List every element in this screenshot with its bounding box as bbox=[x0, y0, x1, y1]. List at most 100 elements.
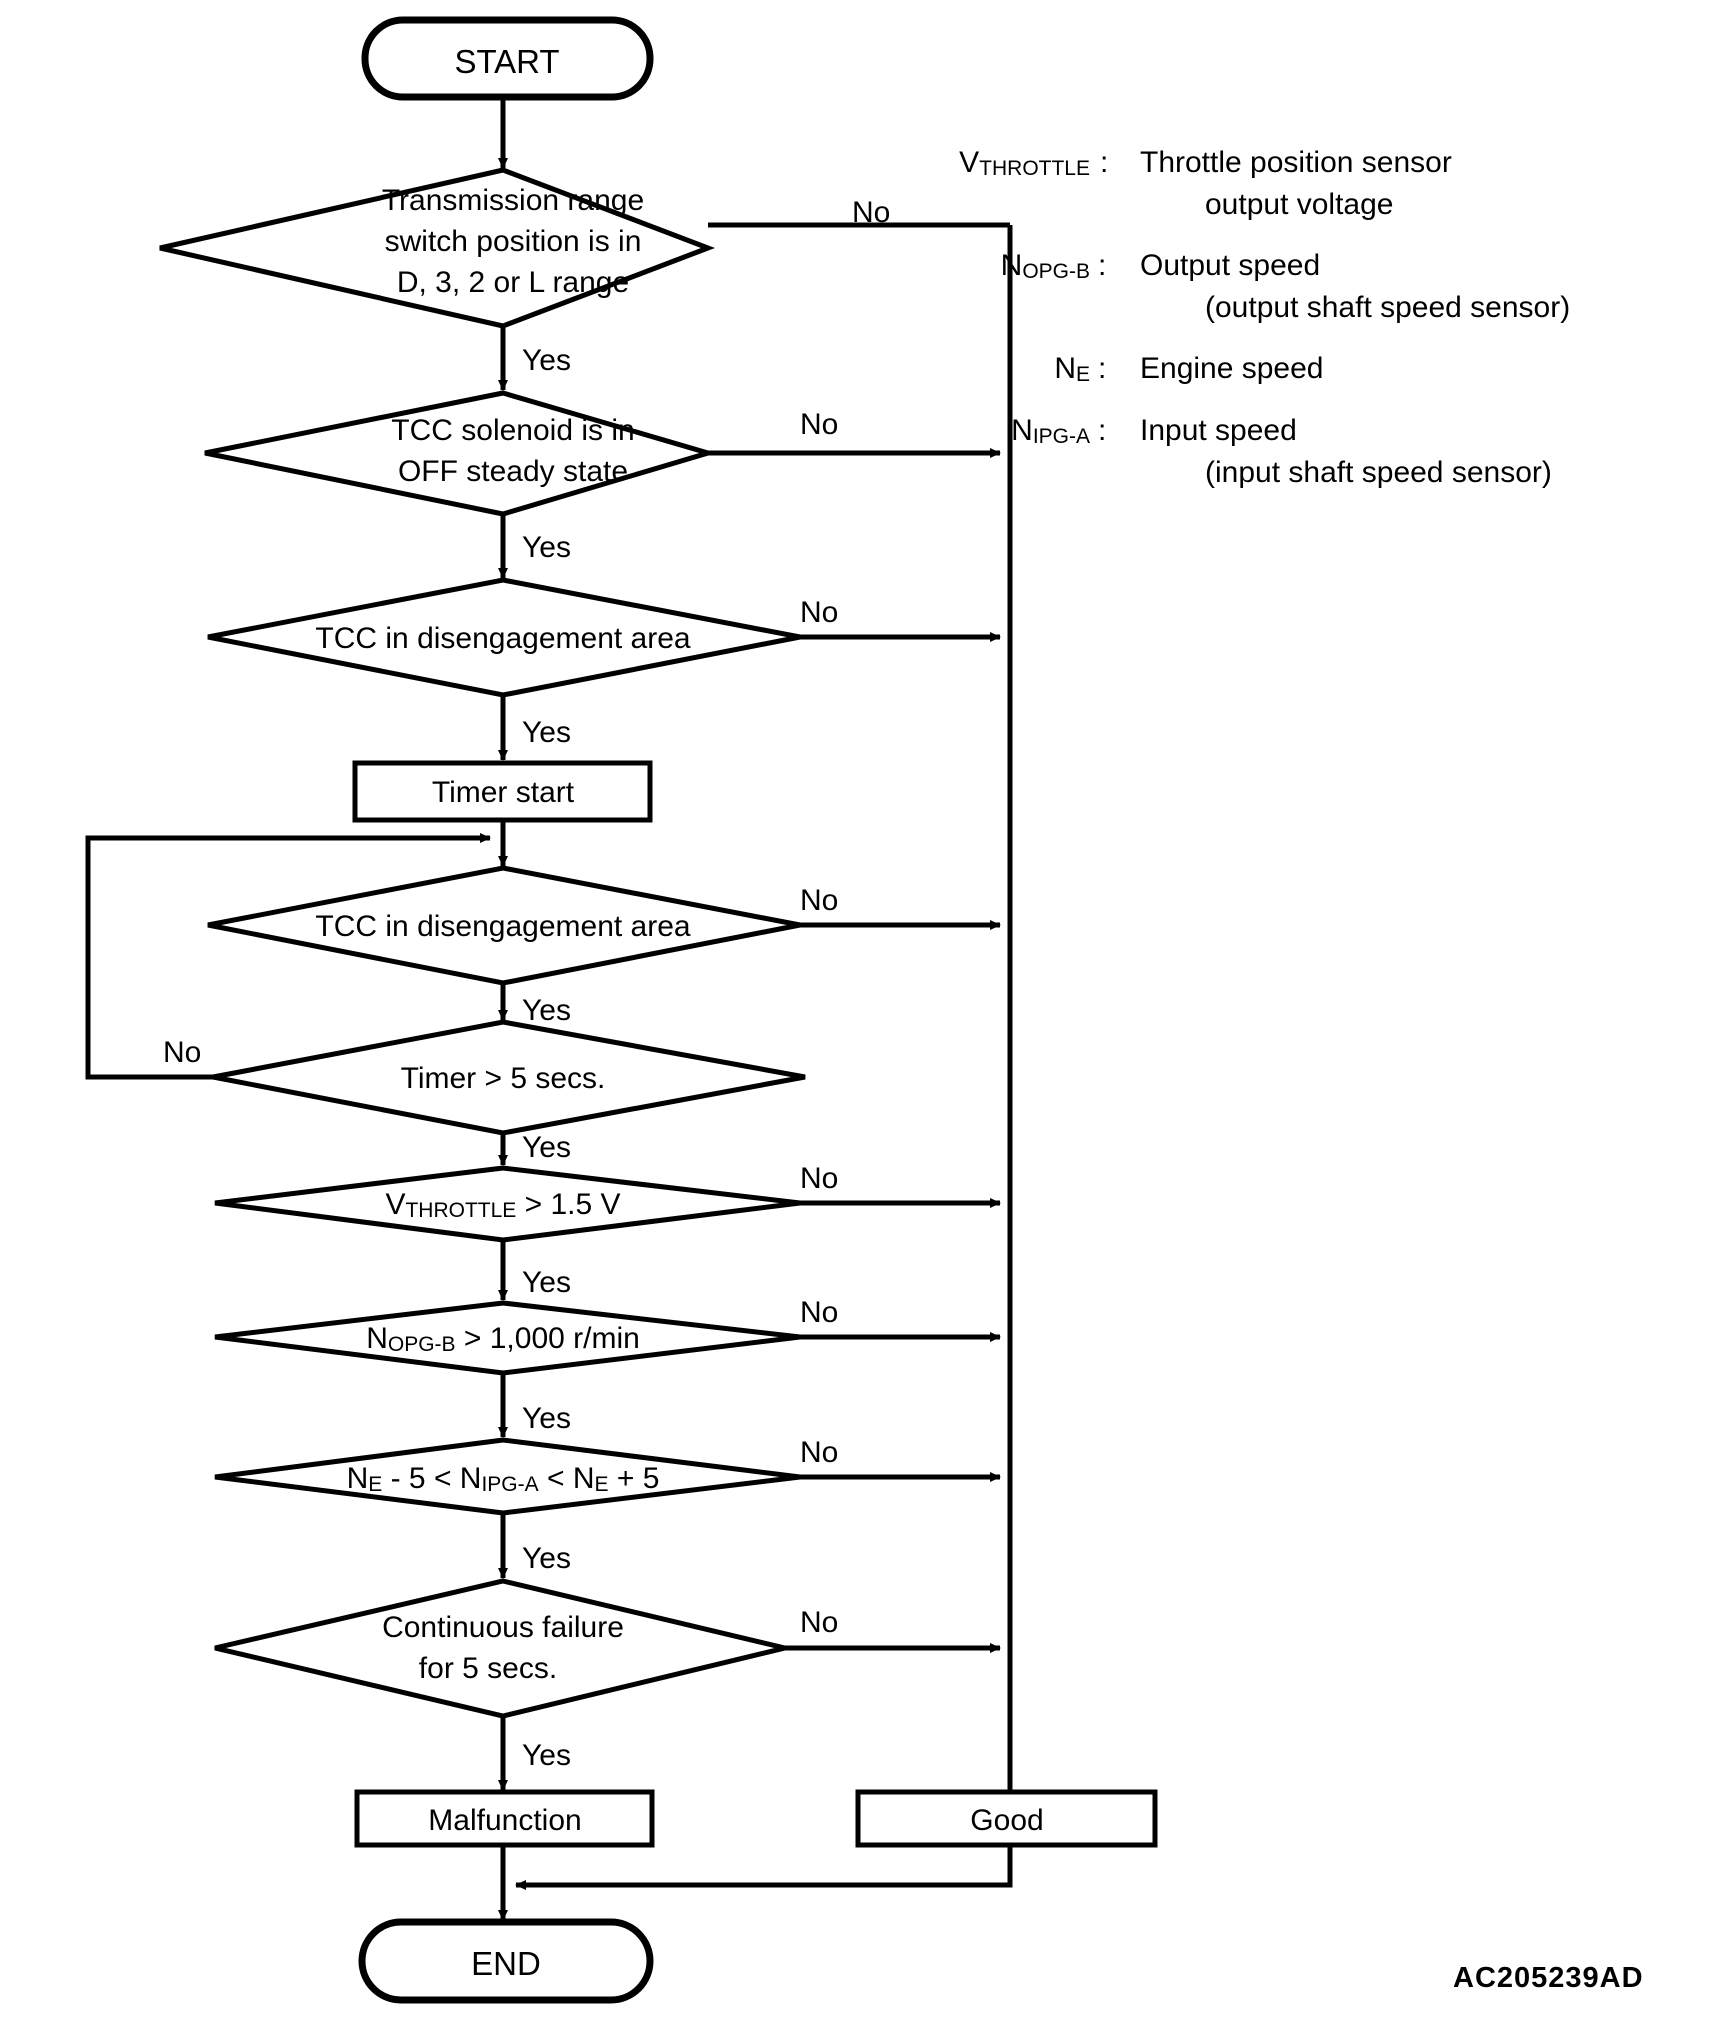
node-throttle-voltage-decision[interactable]: VTHROTTLE > 1.5 V bbox=[214, 1165, 801, 1243]
d8-sub-c: E bbox=[595, 1473, 609, 1496]
legend-1-line2: (output shaft speed sensor) bbox=[1205, 291, 1570, 324]
node-end[interactable]: END bbox=[358, 1918, 654, 2004]
legend-2-line1: Engine speed bbox=[1140, 352, 1324, 385]
node-timer-threshold-decision[interactable]: Timer > 5 secs. bbox=[212, 1019, 806, 1136]
branch-label-d6-no: No bbox=[800, 1162, 838, 1195]
branch-label-d4-no: No bbox=[800, 884, 838, 917]
good-label: Good bbox=[970, 1804, 1043, 1837]
d4-line1: TCC in disengagement area bbox=[315, 910, 691, 943]
branch-label-d6-yes: Yes bbox=[522, 1266, 571, 1299]
branch-label-d8-no: No bbox=[800, 1436, 838, 1469]
d8-part-c: < N bbox=[539, 1462, 595, 1495]
d3-shape bbox=[207, 577, 801, 698]
legend-0-sep: : bbox=[1100, 146, 1108, 179]
node-input-speed-window-decision[interactable]: NE - 5 < NIPG-A < NE + 5 bbox=[214, 1437, 801, 1516]
p1-label: Timer start bbox=[432, 776, 575, 809]
branch-label-d3-no: No bbox=[800, 596, 838, 629]
legend-3-line1: Input speed bbox=[1140, 414, 1297, 447]
node-start[interactable]: START bbox=[361, 16, 654, 101]
branch-label-d1-no: No bbox=[852, 196, 890, 229]
legend-symbol-ne: NE bbox=[1054, 352, 1090, 386]
branch-label-d1-yes: Yes bbox=[522, 344, 571, 377]
malfunction-shape bbox=[354, 1789, 655, 1848]
start-label: START bbox=[454, 43, 559, 80]
d5-shape bbox=[212, 1019, 806, 1136]
node-output-speed-decision[interactable]: NOPG-B > 1,000 r/min bbox=[214, 1300, 801, 1376]
branch-label-d9-yes: Yes bbox=[522, 1739, 571, 1772]
d4-shape bbox=[207, 865, 801, 986]
d5-line1: Timer > 5 secs. bbox=[401, 1062, 606, 1095]
branch-label-d7-yes: Yes bbox=[522, 1402, 571, 1435]
legend-entry-nopgb: NOPG-B : Output speed (output shaft spee… bbox=[1001, 249, 1571, 324]
node-tcc-solenoid-decision[interactable]: TCC solenoid is in OFF steady state bbox=[204, 390, 717, 517]
end-label: END bbox=[471, 1945, 541, 1982]
d8-sub-a: E bbox=[368, 1473, 382, 1496]
node-continuous-failure-decision[interactable]: Continuous failure for 5 secs. bbox=[214, 1578, 786, 1719]
legend-0-sub: THROTTLE bbox=[979, 157, 1090, 180]
reference-code: AC205239AD bbox=[1453, 1962, 1644, 1994]
node-good[interactable]: Good bbox=[855, 1789, 1158, 1848]
node-malfunction[interactable]: Malfunction bbox=[354, 1789, 655, 1848]
d8-sub-b: IPG-A bbox=[481, 1473, 538, 1496]
branch-label-d9-no: No bbox=[800, 1606, 838, 1639]
d1-line3: D, 3, 2 or L range bbox=[397, 266, 629, 299]
legend-1-line1: Output speed bbox=[1140, 249, 1320, 282]
legend-2-base: N bbox=[1054, 352, 1076, 385]
d9-line2: for 5 secs. bbox=[419, 1652, 557, 1685]
d8-shape bbox=[214, 1437, 801, 1516]
branch-label-d5-no: No bbox=[163, 1036, 201, 1069]
d2-shape bbox=[204, 390, 717, 517]
legend-3-sep: : bbox=[1098, 414, 1106, 447]
legend-1-base: N bbox=[1001, 249, 1023, 282]
legend-1-sep: : bbox=[1098, 249, 1106, 282]
end-shape bbox=[358, 1918, 654, 2004]
node-transmission-range-decision[interactable]: Transmission range switch position is in… bbox=[159, 167, 716, 329]
node-tcc-disengagement-decision-2[interactable]: TCC in disengagement area bbox=[207, 865, 801, 986]
d2-line1: TCC solenoid is in bbox=[391, 414, 634, 447]
legend-entry-nipga: NIPG-A : Input speed (input shaft speed … bbox=[1011, 414, 1552, 489]
legend-1-sub: OPG-B bbox=[1022, 260, 1090, 283]
branch-label-d2-yes: Yes bbox=[522, 531, 571, 564]
d7-expression: NOPG-B > 1,000 r/min bbox=[366, 1322, 640, 1356]
malfunction-label: Malfunction bbox=[428, 1804, 581, 1837]
legend: VTHROTTLE : Throttle position sensor out… bbox=[959, 146, 1570, 489]
d7-rest: > 1,000 r/min bbox=[456, 1322, 640, 1355]
legend-0-line2: output voltage bbox=[1205, 188, 1393, 221]
d6-subscript: THROTTLE bbox=[405, 1199, 516, 1222]
d6-expression: VTHROTTLE > 1.5 V bbox=[385, 1188, 620, 1222]
d1-shape bbox=[159, 167, 716, 329]
branch-label-d7-no: No bbox=[800, 1296, 838, 1329]
legend-symbol-vthrottle: VTHROTTLE bbox=[959, 146, 1090, 180]
d8-part-a: N bbox=[347, 1462, 369, 1495]
node-timer-start[interactable]: Timer start bbox=[352, 760, 653, 823]
d6-rest: > 1.5 V bbox=[516, 1188, 620, 1221]
connector-d5-no-loopback bbox=[85, 833, 491, 1080]
legend-2-sep: : bbox=[1098, 352, 1106, 385]
legend-entry-vthrottle: VTHROTTLE : Throttle position sensor out… bbox=[959, 146, 1452, 221]
branch-label-d5-yes: Yes bbox=[522, 1131, 571, 1164]
legend-3-sub: IPG-A bbox=[1033, 425, 1090, 448]
legend-3-line2: (input shaft speed sensor) bbox=[1205, 456, 1552, 489]
node-tcc-disengagement-decision-1[interactable]: TCC in disengagement area bbox=[207, 577, 801, 698]
d6-shape bbox=[214, 1165, 801, 1243]
branch-label-d8-yes: Yes bbox=[522, 1542, 571, 1575]
d9-line1: Continuous failure bbox=[382, 1611, 624, 1644]
legend-symbol-nipga: NIPG-A bbox=[1011, 414, 1090, 448]
d7-shape bbox=[214, 1300, 801, 1376]
legend-3-base: N bbox=[1011, 414, 1033, 447]
d1-line1: Transmission range bbox=[382, 184, 644, 217]
branch-label-d3-yes: Yes bbox=[522, 716, 571, 749]
legend-entry-ne: NE : Engine speed bbox=[1054, 352, 1323, 386]
d8-part-d: + 5 bbox=[609, 1462, 660, 1495]
d8-part-b: - 5 < N bbox=[382, 1462, 481, 1495]
d2-line2: OFF steady state bbox=[398, 455, 628, 488]
legend-symbol-nopgb: NOPG-B bbox=[1001, 249, 1090, 283]
d9-shape bbox=[214, 1578, 786, 1719]
d6-base: V bbox=[385, 1188, 405, 1221]
d1-line2: switch position is in bbox=[385, 225, 642, 258]
start-shape bbox=[361, 16, 654, 101]
connector-good-end bbox=[515, 1845, 1013, 1890]
legend-0-line1: Throttle position sensor bbox=[1140, 146, 1452, 179]
